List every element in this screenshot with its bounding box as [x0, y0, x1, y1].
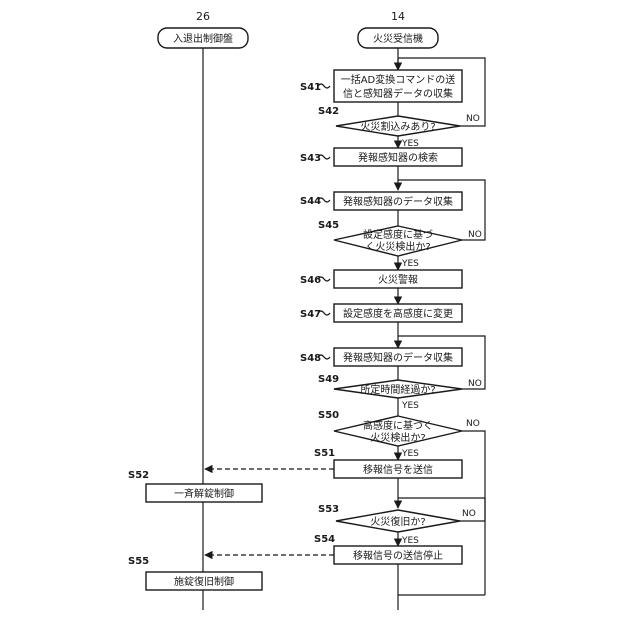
s48-label: 発報感知器のデータ収集: [343, 351, 453, 364]
s42-label: 火災割込みあり?: [360, 120, 435, 133]
s49-no-label: NO: [468, 379, 482, 389]
step-id-s47: S47: [300, 309, 321, 320]
s55-label: 施錠復旧制御: [174, 575, 234, 588]
step-id-s43: S43: [300, 153, 321, 164]
step-id-s53: S53: [318, 504, 339, 515]
step-id-s42: S42: [318, 106, 339, 117]
s50-line1: 高感度に基づく: [363, 419, 433, 432]
step-id-s44: S44: [300, 196, 321, 207]
s45-line1: 設定感度に基づ: [363, 228, 433, 241]
step-id-s45: S45: [318, 220, 339, 231]
s46-label: 火災警報: [378, 273, 418, 286]
step-id-s46: S46: [300, 275, 321, 286]
step-id-s51: S51: [314, 448, 335, 459]
s49-label: 所定時間経過か?: [360, 383, 435, 396]
step-id-s54: S54: [314, 534, 335, 545]
step-id-s55: S55: [128, 556, 149, 567]
s53-yes-label: YES: [401, 536, 419, 546]
s41-line2: 信と感知器データの収集: [343, 87, 453, 100]
left-panel-ref: 26: [196, 10, 210, 23]
s44-label: 発報感知器のデータ収集: [343, 195, 453, 208]
s52-label: 一斉解錠制御: [174, 487, 234, 500]
s50-line2: 火災検出か?: [370, 431, 425, 444]
left-panel-title: 入退出制御盤: [173, 32, 233, 45]
right-panel-ref: 14: [391, 10, 405, 23]
s53-label: 火災復旧か?: [370, 515, 425, 528]
s45-no-label: NO: [468, 230, 482, 240]
s51-label: 移報信号を送信: [363, 463, 433, 476]
s49-yes-label: YES: [401, 401, 419, 411]
s53-no-label: NO: [462, 509, 476, 519]
step-id-s48: S48: [300, 353, 321, 364]
step-id-s52: S52: [128, 470, 149, 481]
s45-line2: く火災検出か?: [365, 240, 430, 253]
s45-yes-label: YES: [401, 259, 419, 269]
s41-line1: 一括AD変換コマンドの送: [341, 73, 456, 86]
s50-yes-label: YES: [401, 449, 419, 459]
s42-no-label: NO: [466, 114, 480, 124]
step-id-s41: S41: [300, 82, 321, 93]
s43-label: 発報感知器の検索: [358, 151, 438, 164]
s54-label: 移報信号の送信停止: [353, 549, 443, 562]
s50-no-label: NO: [466, 419, 480, 429]
s47-label: 設定感度を高感度に変更: [343, 307, 453, 320]
step-id-s49: S49: [318, 374, 339, 385]
right-panel-title: 火災受信機: [373, 32, 423, 45]
step-id-s50: S50: [318, 410, 339, 421]
